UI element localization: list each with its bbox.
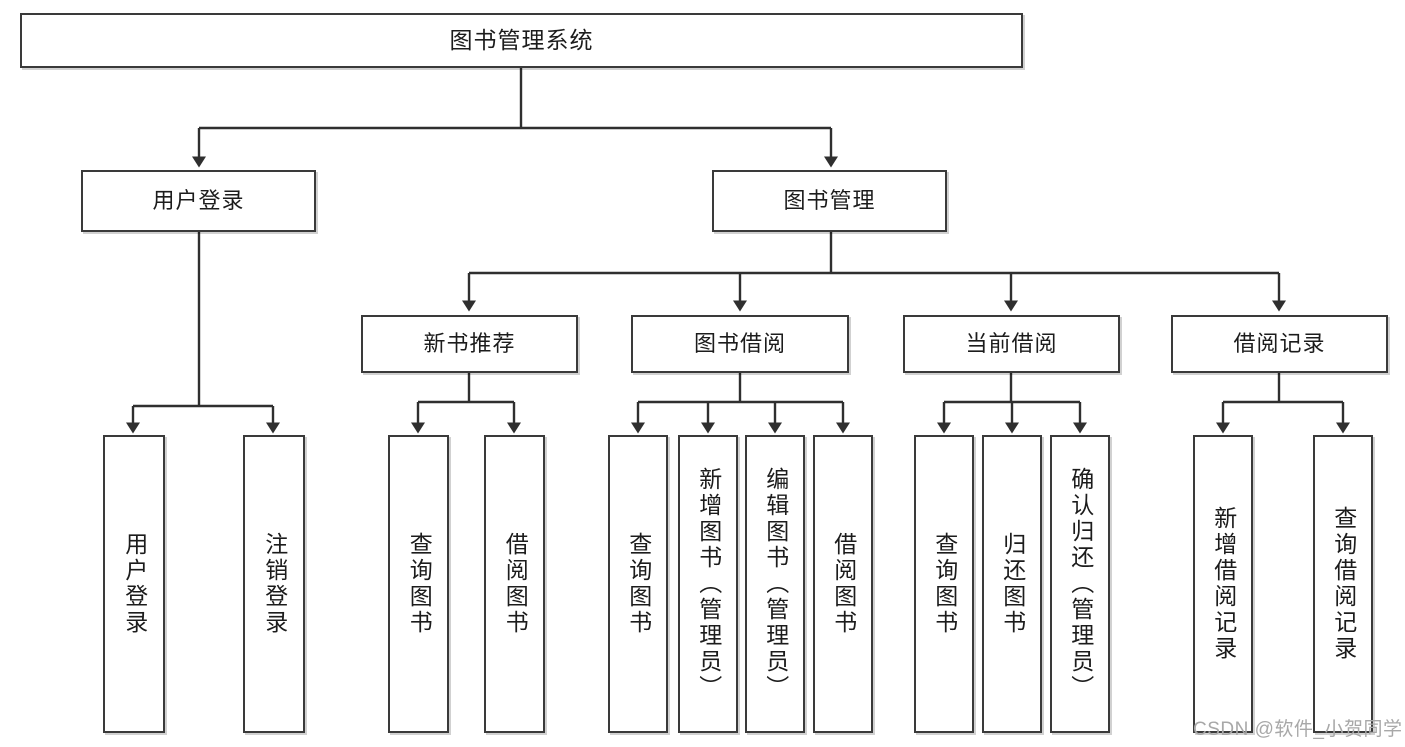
node-label: 归还图书 <box>999 532 1026 636</box>
node-root-system[interactable]: 图书管理系统 <box>20 13 1023 68</box>
leaf-confirm-return-admin[interactable]: 确认归还（管理员） <box>1050 435 1110 733</box>
node-label: 编辑图书（管理员） <box>762 467 789 701</box>
node-label: 用户登录 <box>152 188 245 214</box>
node-label: 借阅图书 <box>502 532 529 636</box>
leaf-borrow-book-recommend[interactable]: 借阅图书 <box>484 435 545 733</box>
node-borrow-record[interactable]: 借阅记录 <box>1171 315 1388 373</box>
leaf-query-book-current[interactable]: 查询图书 <box>914 435 974 733</box>
node-label: 查询图书 <box>406 532 433 636</box>
node-current-borrow[interactable]: 当前借阅 <box>903 315 1120 373</box>
node-new-book-recommend[interactable]: 新书推荐 <box>361 315 578 373</box>
node-label: 查询图书 <box>931 532 958 636</box>
leaf-query-book-borrow[interactable]: 查询图书 <box>608 435 668 733</box>
node-label: 当前借阅 <box>965 331 1058 357</box>
node-label: 图书管理系统 <box>449 26 594 53</box>
leaf-add-borrow-record[interactable]: 新增借阅记录 <box>1193 435 1253 733</box>
node-label: 查询图书 <box>625 532 652 636</box>
leaf-return-book[interactable]: 归还图书 <box>982 435 1042 733</box>
node-label: 图书借阅 <box>693 331 786 357</box>
node-book-management[interactable]: 图书管理 <box>712 170 947 232</box>
node-label: 新书推荐 <box>423 331 516 357</box>
node-book-borrow[interactable]: 图书借阅 <box>631 315 849 373</box>
node-label: 借阅记录 <box>1233 331 1326 357</box>
node-label: 新增借阅记录 <box>1210 506 1237 662</box>
node-label: 新增图书（管理员） <box>695 467 722 701</box>
node-user-login[interactable]: 用户登录 <box>81 170 316 232</box>
leaf-user-login[interactable]: 用户登录 <box>103 435 165 733</box>
node-label: 图书管理 <box>783 188 876 214</box>
node-label: 注销登录 <box>261 532 288 636</box>
node-label: 查询借阅记录 <box>1330 506 1357 662</box>
leaf-query-book-recommend[interactable]: 查询图书 <box>388 435 449 733</box>
watermark-text: CSDN @软件_小贺同学 <box>1193 719 1403 740</box>
node-label: 借阅图书 <box>830 532 857 636</box>
leaf-borrow-book[interactable]: 借阅图书 <box>813 435 873 733</box>
leaf-logout[interactable]: 注销登录 <box>243 435 305 733</box>
leaf-query-borrow-record[interactable]: 查询借阅记录 <box>1313 435 1373 733</box>
leaf-edit-book-admin[interactable]: 编辑图书（管理员） <box>745 435 805 733</box>
leaf-add-book-admin[interactable]: 新增图书（管理员） <box>678 435 738 733</box>
node-label: 用户登录 <box>121 532 148 636</box>
node-label: 确认归还（管理员） <box>1067 467 1094 701</box>
